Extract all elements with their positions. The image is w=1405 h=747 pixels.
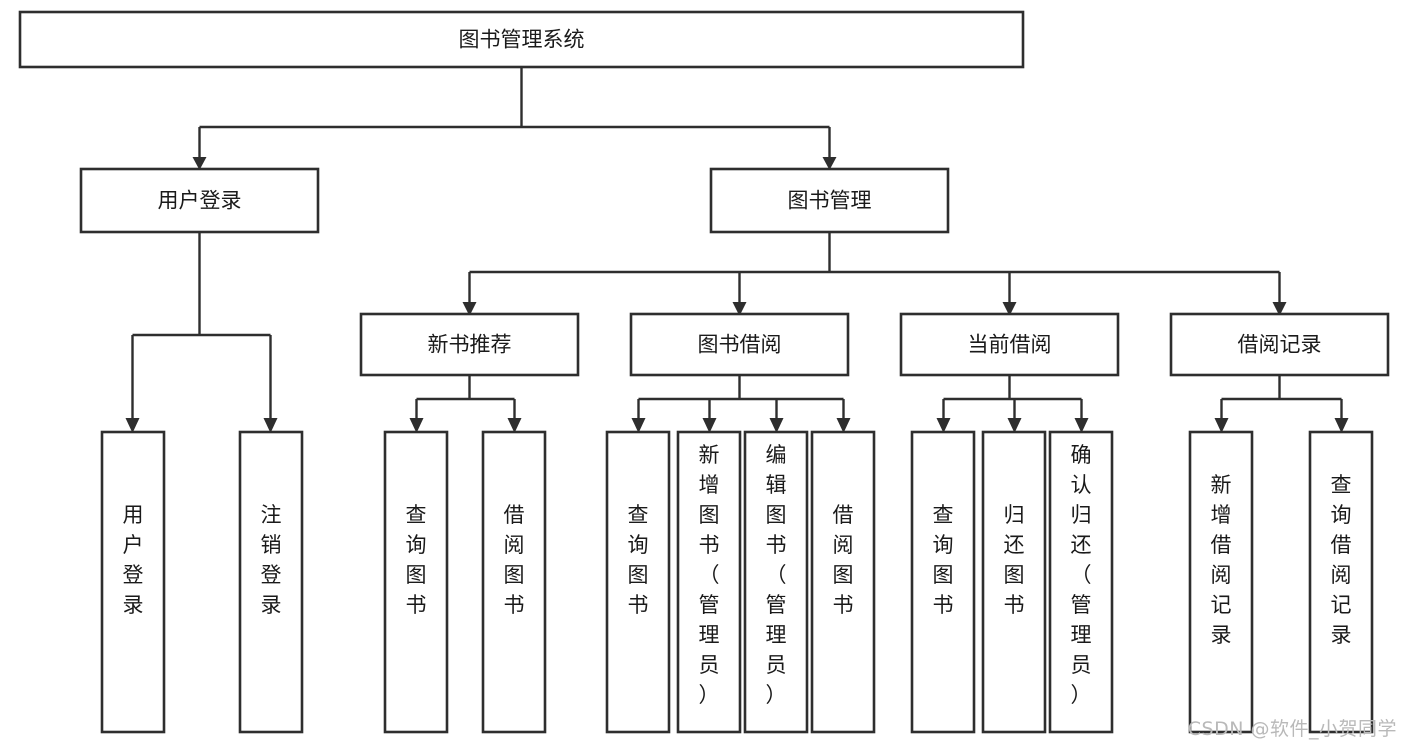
leaf-query-borrow-record-box[interactable] bbox=[1308, 430, 1374, 734]
leaf-borrow-book-2-box[interactable] bbox=[810, 430, 876, 734]
connector-bookmgmt-to-level2 bbox=[462, 232, 1287, 316]
leaf-borrow-book-1-box[interactable] bbox=[481, 430, 547, 734]
connector-root-to-level1 bbox=[192, 67, 837, 170]
leaf-query-book-3-box[interactable] bbox=[910, 430, 976, 734]
leaf-return-book[interactable]: 归还图书 bbox=[981, 430, 1047, 734]
connector-newbook-to-leaves bbox=[409, 375, 522, 433]
connector-bookborrow-to-leaves bbox=[631, 375, 851, 433]
csdn-watermark: CSDN @软件_小贺同学 bbox=[1187, 718, 1397, 740]
leaf-borrow-book-2[interactable]: 借阅图书 bbox=[810, 430, 876, 734]
leaf-edit-book-admin-label: 编辑图书（管理员） bbox=[766, 443, 787, 707]
leaf-query-book-1-box[interactable] bbox=[383, 430, 449, 734]
leaf-edit-book-admin-box[interactable] bbox=[743, 430, 809, 734]
connector-layer bbox=[125, 67, 1349, 433]
leaf-confirm-return-admin-box[interactable] bbox=[1048, 430, 1114, 734]
current-borrow-label: 当前借阅 bbox=[968, 333, 1052, 357]
root-box[interactable] bbox=[18, 10, 1025, 69]
leaf-confirm-return-admin[interactable]: 确认归还（管理员） bbox=[1048, 430, 1114, 734]
leaf-add-book-admin-box[interactable] bbox=[676, 430, 742, 734]
leaf-query-book-2-box[interactable] bbox=[605, 430, 671, 734]
new-book-recommend-label: 新书推荐 bbox=[428, 333, 512, 357]
node-current-borrow[interactable]: 当前借阅 bbox=[899, 312, 1120, 377]
node-root[interactable]: 图书管理系统 bbox=[18, 10, 1025, 69]
leaf-query-borrow-record-label: 查询借阅记录 bbox=[1331, 473, 1352, 647]
leaf-query-book-2[interactable]: 查询图书 bbox=[605, 430, 671, 734]
leaf-add-borrow-record-label: 新增借阅记录 bbox=[1211, 473, 1232, 647]
user-login-box[interactable] bbox=[79, 167, 320, 234]
leaf-query-book-3-label: 查询图书 bbox=[933, 503, 954, 617]
node-book-management[interactable]: 图书管理 bbox=[709, 167, 950, 234]
leaf-return-book-label: 归还图书 bbox=[1004, 503, 1025, 617]
leaf-edit-book-admin[interactable]: 编辑图书（管理员） bbox=[743, 430, 809, 734]
leaf-user-login-label: 用户登录 bbox=[123, 503, 144, 617]
leaf-borrow-book-1-label: 借阅图书 bbox=[504, 503, 525, 617]
current-borrow-box[interactable] bbox=[899, 312, 1120, 377]
leaf-user-login[interactable]: 用户登录 bbox=[100, 430, 166, 734]
leaf-query-book-3[interactable]: 查询图书 bbox=[910, 430, 976, 734]
book-borrow-box[interactable] bbox=[629, 312, 850, 377]
node-new-book-recommend[interactable]: 新书推荐 bbox=[359, 312, 580, 377]
borrow-record-box[interactable] bbox=[1169, 312, 1390, 377]
leaf-logout[interactable]: 注销登录 bbox=[238, 430, 304, 734]
book-borrow-label: 图书借阅 bbox=[698, 333, 782, 357]
leaf-logout-label: 注销登录 bbox=[261, 503, 282, 617]
leaf-query-borrow-record[interactable]: 查询借阅记录 bbox=[1308, 430, 1374, 734]
leaf-logout-box[interactable] bbox=[238, 430, 304, 734]
node-user-login[interactable]: 用户登录 bbox=[79, 167, 320, 234]
connector-borrowrecord-to-leaves bbox=[1214, 375, 1349, 433]
leaf-return-book-box[interactable] bbox=[981, 430, 1047, 734]
connector-currentborrow-to-leaves bbox=[936, 375, 1089, 433]
leaf-query-book-1[interactable]: 查询图书 bbox=[383, 430, 449, 734]
user-login-label: 用户登录 bbox=[158, 189, 242, 213]
leaf-confirm-return-admin-label: 确认归还（管理员） bbox=[1071, 443, 1092, 707]
book-management-box[interactable] bbox=[709, 167, 950, 234]
book-management-label: 图书管理 bbox=[788, 189, 872, 213]
leaf-query-book-2-label: 查询图书 bbox=[628, 503, 649, 617]
leaf-add-borrow-record-box[interactable] bbox=[1188, 430, 1254, 734]
root-label: 图书管理系统 bbox=[459, 28, 585, 52]
leaf-add-book-admin-label: 新增图书（管理员） bbox=[699, 443, 720, 707]
leaf-query-book-1-label: 查询图书 bbox=[406, 503, 427, 617]
leaf-add-borrow-record[interactable]: 新增借阅记录 bbox=[1188, 430, 1254, 734]
leaf-user-login-box[interactable] bbox=[100, 430, 166, 734]
connector-userlogin-to-leaves bbox=[125, 232, 278, 433]
new-book-recommend-box[interactable] bbox=[359, 312, 580, 377]
leaf-add-book-admin[interactable]: 新增图书（管理员） bbox=[676, 430, 742, 734]
node-book-borrow[interactable]: 图书借阅 bbox=[629, 312, 850, 377]
leaf-borrow-book-2-label: 借阅图书 bbox=[833, 503, 854, 617]
node-borrow-record[interactable]: 借阅记录 bbox=[1169, 312, 1390, 377]
leaf-borrow-book-1[interactable]: 借阅图书 bbox=[481, 430, 547, 734]
borrow-record-label: 借阅记录 bbox=[1238, 333, 1322, 357]
